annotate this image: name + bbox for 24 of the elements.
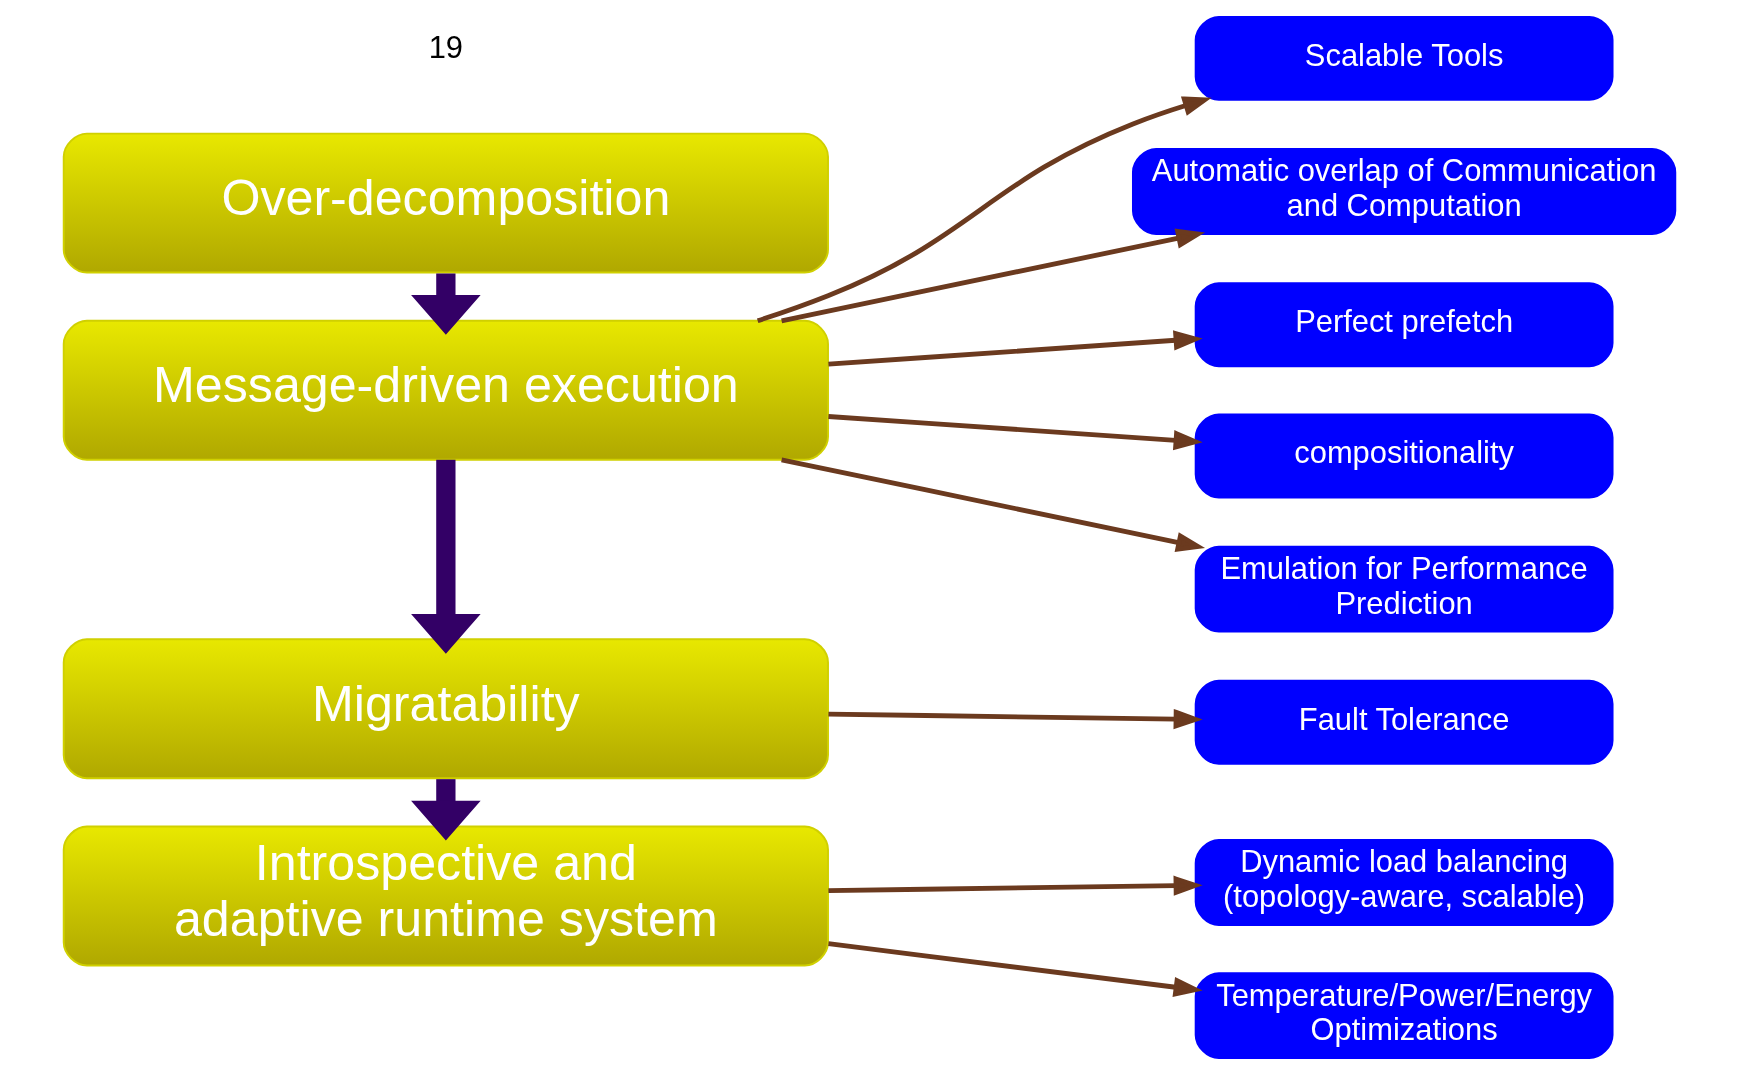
node-box: Scalable Tools — [1194, 15, 1613, 101]
node-box: Dynamic load balancing (topology-aware, scalable) — [1194, 839, 1613, 926]
node-box: Over-decomposition — [62, 132, 829, 274]
arrow — [827, 875, 1203, 896]
arrow — [410, 273, 481, 335]
node-box: Automatic overlap of Communication and Computation — [1131, 148, 1676, 235]
label: 19 — [428, 29, 463, 65]
node-box: Introspective and adaptive runtime system — [62, 825, 829, 967]
node-box: Migratability — [62, 638, 829, 780]
node-box: Fault Tolerance — [1194, 679, 1613, 765]
node-box: Emulation for Performance Prediction — [1194, 545, 1613, 633]
node-box: Perfect prefetch — [1194, 282, 1613, 368]
arrow — [780, 457, 1205, 553]
arrow — [827, 414, 1203, 451]
arrow — [780, 228, 1205, 324]
arrow — [827, 708, 1203, 730]
arrow — [410, 779, 481, 841]
node-box: Message-driven execution — [62, 319, 829, 461]
arrow — [827, 330, 1203, 367]
arrow — [827, 941, 1203, 998]
node-box: Temperature/Power/Energy Optimizations — [1194, 972, 1613, 1060]
node-box: compositionality — [1194, 413, 1613, 499]
arrow — [410, 459, 481, 654]
arrow — [756, 96, 1212, 323]
